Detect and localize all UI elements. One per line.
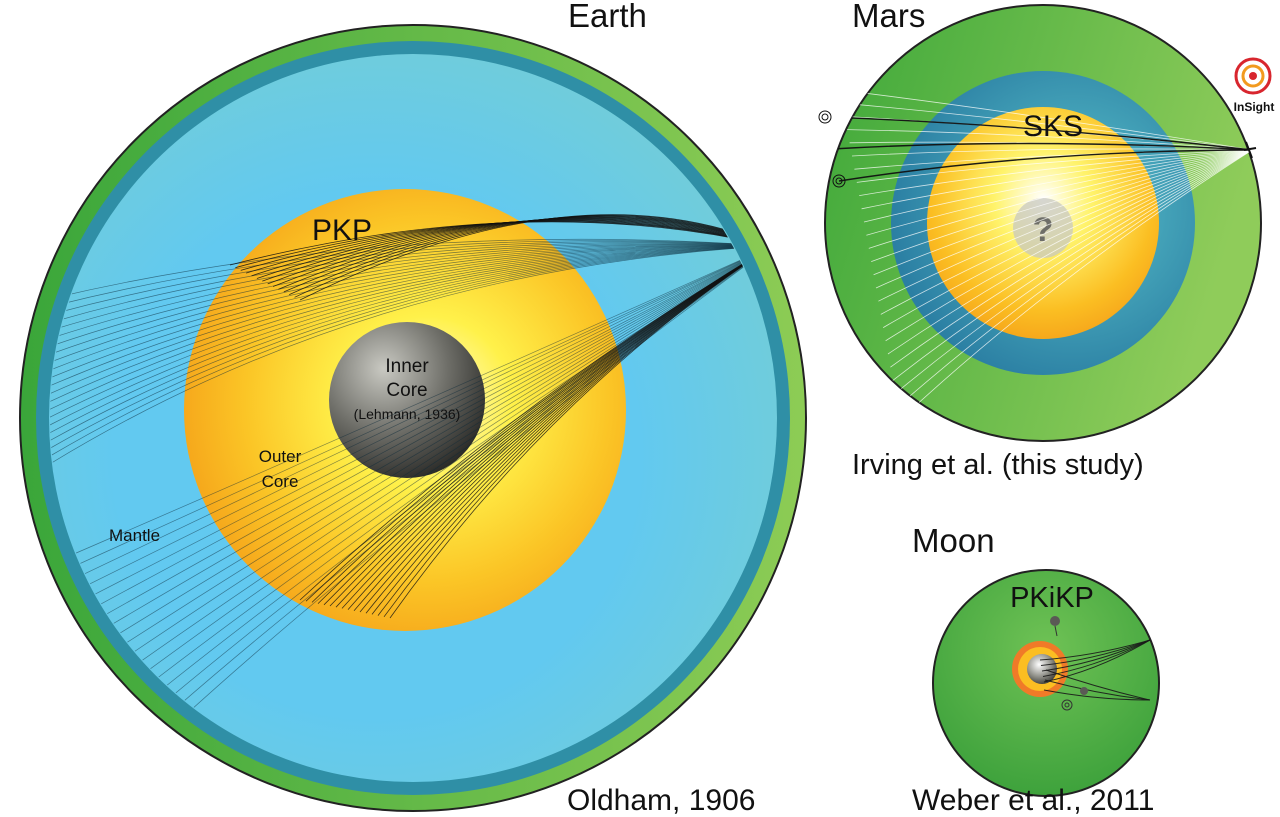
outer-core-label-1: Outer <box>259 447 302 466</box>
earth-ray-path <box>50 245 773 438</box>
mars-ray-path <box>859 149 1253 196</box>
moon-ray-path <box>1045 669 1151 701</box>
moon-phase-label: PKiKP <box>1010 582 1094 614</box>
earth-ray-path <box>50 240 773 309</box>
moon-ray-path <box>1041 639 1151 672</box>
earth-ray-path <box>102 245 773 617</box>
earth-ray-path <box>66 245 773 570</box>
moon-citation: Weber et al., 2011 <box>912 784 1154 817</box>
moon-ray-path <box>1039 639 1151 661</box>
earth-ray-path <box>116 245 773 636</box>
earth-ray-path <box>50 245 773 430</box>
moon-ray-path <box>1043 639 1151 683</box>
earth-ray-path <box>59 245 773 561</box>
mars-ray-path <box>882 149 1253 328</box>
moon-ray-path <box>1042 639 1151 677</box>
mars-ray-path <box>868 149 1253 249</box>
earth-ray-path <box>50 245 773 398</box>
earth-ray-path <box>50 245 773 374</box>
mars-ray-path <box>897 149 1253 408</box>
mars-ray-path <box>880 149 1253 315</box>
earthquake-source-icon <box>818 110 846 188</box>
earth-ray-path <box>109 245 773 627</box>
earth-ray-path <box>50 245 773 414</box>
earth-ray-path <box>95 245 773 608</box>
mars-ray-path <box>866 149 1253 236</box>
earth-title: Earth <box>568 0 647 34</box>
earth-phase-label: PKP <box>312 214 372 247</box>
earth-ray-path <box>50 245 773 422</box>
mars-ray-path <box>887 149 1253 355</box>
inner-core-label-1: Inner <box>385 356 429 377</box>
mars-title: Mars <box>852 0 925 34</box>
moon-title: Moon <box>912 522 995 559</box>
mars-ray-path <box>851 148 1253 157</box>
moon-ray-path <box>1043 689 1151 701</box>
earth-ray-path <box>50 243 773 341</box>
mars-ray-path <box>875 149 1253 289</box>
moon-ray-paths <box>1039 639 1151 701</box>
mars-ray-path <box>839 89 1253 151</box>
moon-panel: Moon PKiKP Weber et al., 2011 <box>912 522 1160 817</box>
outer-core-label-2: Core <box>262 472 299 491</box>
mars-ray-path <box>856 149 1253 183</box>
mars-citation: Irving et al. (this study) <box>852 449 1144 481</box>
mars-ray-path <box>871 149 1253 262</box>
mars-panel: ? InSight Mars SKS Irving et al. (this s… <box>818 0 1275 481</box>
earth-ray-path <box>50 245 773 382</box>
earth-ray-path <box>81 245 773 589</box>
mars-ray-path <box>861 149 1253 210</box>
mars-ray-path <box>863 149 1253 223</box>
moon-seismometer-icons <box>1050 616 1088 711</box>
earth-ray-path <box>50 244 773 349</box>
earth-ray-path <box>50 245 773 406</box>
moon-inner-core <box>1027 654 1057 684</box>
mars-ray-path <box>831 142 1253 151</box>
mars-ray-path <box>878 149 1253 302</box>
moon-ray-path <box>1044 679 1151 701</box>
mars-ray-path <box>894 149 1253 394</box>
earth-ray-path <box>130 245 773 655</box>
mars-ray-path <box>838 149 1253 182</box>
mars-unknown-inner-core <box>1013 198 1073 258</box>
inner-core-label-2: Core <box>386 380 427 401</box>
insight-logo-icon <box>1234 57 1272 95</box>
earth-ray-path <box>50 245 773 471</box>
earth-ray-path <box>50 245 773 455</box>
mars-ray-path <box>890 149 1253 368</box>
earth-ray-path <box>50 245 773 447</box>
earth-ray-path <box>50 244 773 357</box>
earth-ray-path <box>50 245 773 463</box>
seismometer-icon <box>1243 141 1257 159</box>
earth-ray-path <box>299 214 773 301</box>
earth-ray-path <box>389 245 773 619</box>
mars-phase-label: SKS <box>1023 110 1083 143</box>
earth-citation: Oldham, 1906 <box>567 784 755 817</box>
earth-ray-paths <box>50 214 773 721</box>
mars-ray-path <box>842 102 1253 151</box>
mars-ray-path <box>873 149 1253 276</box>
mars-ray-path <box>847 129 1253 151</box>
mantle-label: Mantle <box>109 526 160 545</box>
earth-panel: Earth PKP Inner Core (Lehmann, 1936) Out… <box>19 0 807 817</box>
earth-ray-path <box>50 245 773 390</box>
earth-ray-path <box>123 245 773 646</box>
mars-ray-path <box>892 149 1253 381</box>
insight-logo-text: InSight <box>1234 100 1275 114</box>
earth-ray-path <box>50 245 773 366</box>
mars-ray-path <box>885 149 1253 342</box>
mars-ray-path <box>899 149 1253 421</box>
earth-ray-path <box>179 245 773 721</box>
mars-ray-paths <box>825 89 1253 421</box>
earth-ray-path <box>50 238 773 301</box>
inner-core-reference: (Lehmann, 1936) <box>354 406 461 422</box>
mars-ray-path <box>825 116 1253 151</box>
moon-ray-path <box>1040 639 1151 666</box>
